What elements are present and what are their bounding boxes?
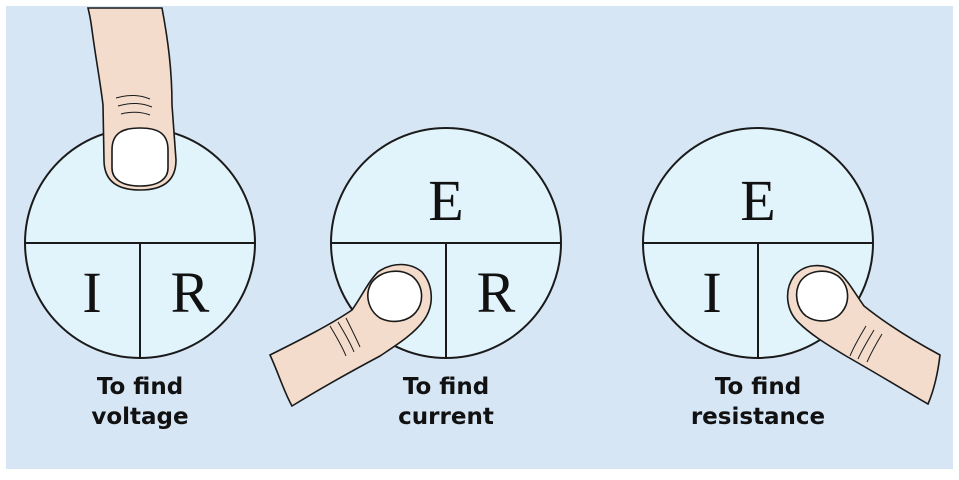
- voltage-letter: E: [428, 168, 463, 233]
- caption-line1: To find: [715, 374, 801, 400]
- current-letter: I: [82, 260, 101, 325]
- caption-line2: resistance: [691, 404, 825, 430]
- resistance-letter: R: [477, 260, 516, 325]
- resistance-letter: R: [171, 260, 210, 325]
- caption-line2: current: [398, 404, 494, 430]
- caption-line1: To find: [403, 374, 489, 400]
- caption-line1: To find: [97, 374, 183, 400]
- current-letter: I: [702, 260, 721, 325]
- voltage-letter: E: [740, 168, 775, 233]
- caption-line2: voltage: [91, 404, 188, 430]
